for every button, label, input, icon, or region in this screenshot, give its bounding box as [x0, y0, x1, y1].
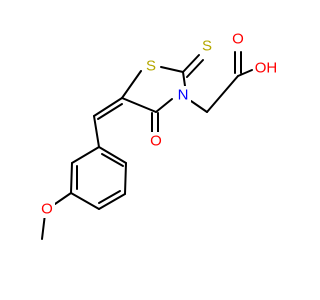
atom-n-ring-label: N	[178, 87, 189, 104]
atom-o-methoxy-label: O	[41, 201, 53, 218]
atom-oh-acid-label: OH	[255, 60, 278, 77]
bond-c5-s1	[121, 70, 142, 99]
atom-o-ketone-label: O	[150, 133, 162, 150]
bond-c-oh	[237, 69, 253, 77]
atom-s-ring-label: S	[146, 58, 156, 75]
atom-n-ring: N	[175, 86, 191, 104]
bond-n3-c4	[155, 98, 173, 113]
atom-o-carbonyl-label: O	[232, 31, 244, 48]
bond-ar1-ar2	[98, 146, 127, 164]
bond-ar4-ar5	[70, 192, 100, 210]
bond-c5-ch-a	[93, 97, 123, 117]
bond-ar3-ar4	[98, 193, 126, 210]
bond-c2-s-thione-a	[182, 54, 200, 73]
bond-ar6-ar1	[71, 146, 100, 164]
atom-o-methoxy: O	[39, 200, 55, 218]
molecule-structure: S S N O O OH O	[39, 30, 279, 240]
bond-ar2-ar3	[124, 162, 127, 195]
atom-o-carbonyl: O	[230, 30, 246, 48]
atom-o-ketone: O	[148, 132, 164, 150]
atom-oh-acid: OH	[253, 59, 279, 77]
bond-c5-ch-b	[97, 103, 123, 120]
atom-s-thione: S	[200, 37, 214, 55]
bond-n-ch2	[190, 100, 208, 113]
bond-ar1-ar2-inner	[101, 153, 124, 167]
bond-ar5-ar6	[70, 162, 73, 194]
atom-labels: S S N O O OH O	[39, 30, 279, 218]
atom-s-ring: S	[144, 57, 158, 75]
bond-c4-c5	[121, 97, 157, 113]
bond-c2-n3	[182, 71, 186, 87]
bond-c2-s-thione-b	[186, 59, 204, 78]
atom-s-thione-label: S	[202, 38, 212, 55]
bond-ar3-ar4-inner	[98, 190, 121, 204]
bond-ch2-cooh	[206, 75, 239, 113]
bond-ch-ar	[93, 115, 100, 148]
bond-o-ch3	[41, 213, 46, 240]
bond-s1-c2	[160, 66, 184, 73]
bonds	[41, 51, 253, 240]
bond-ar-o-methoxy	[54, 192, 72, 205]
